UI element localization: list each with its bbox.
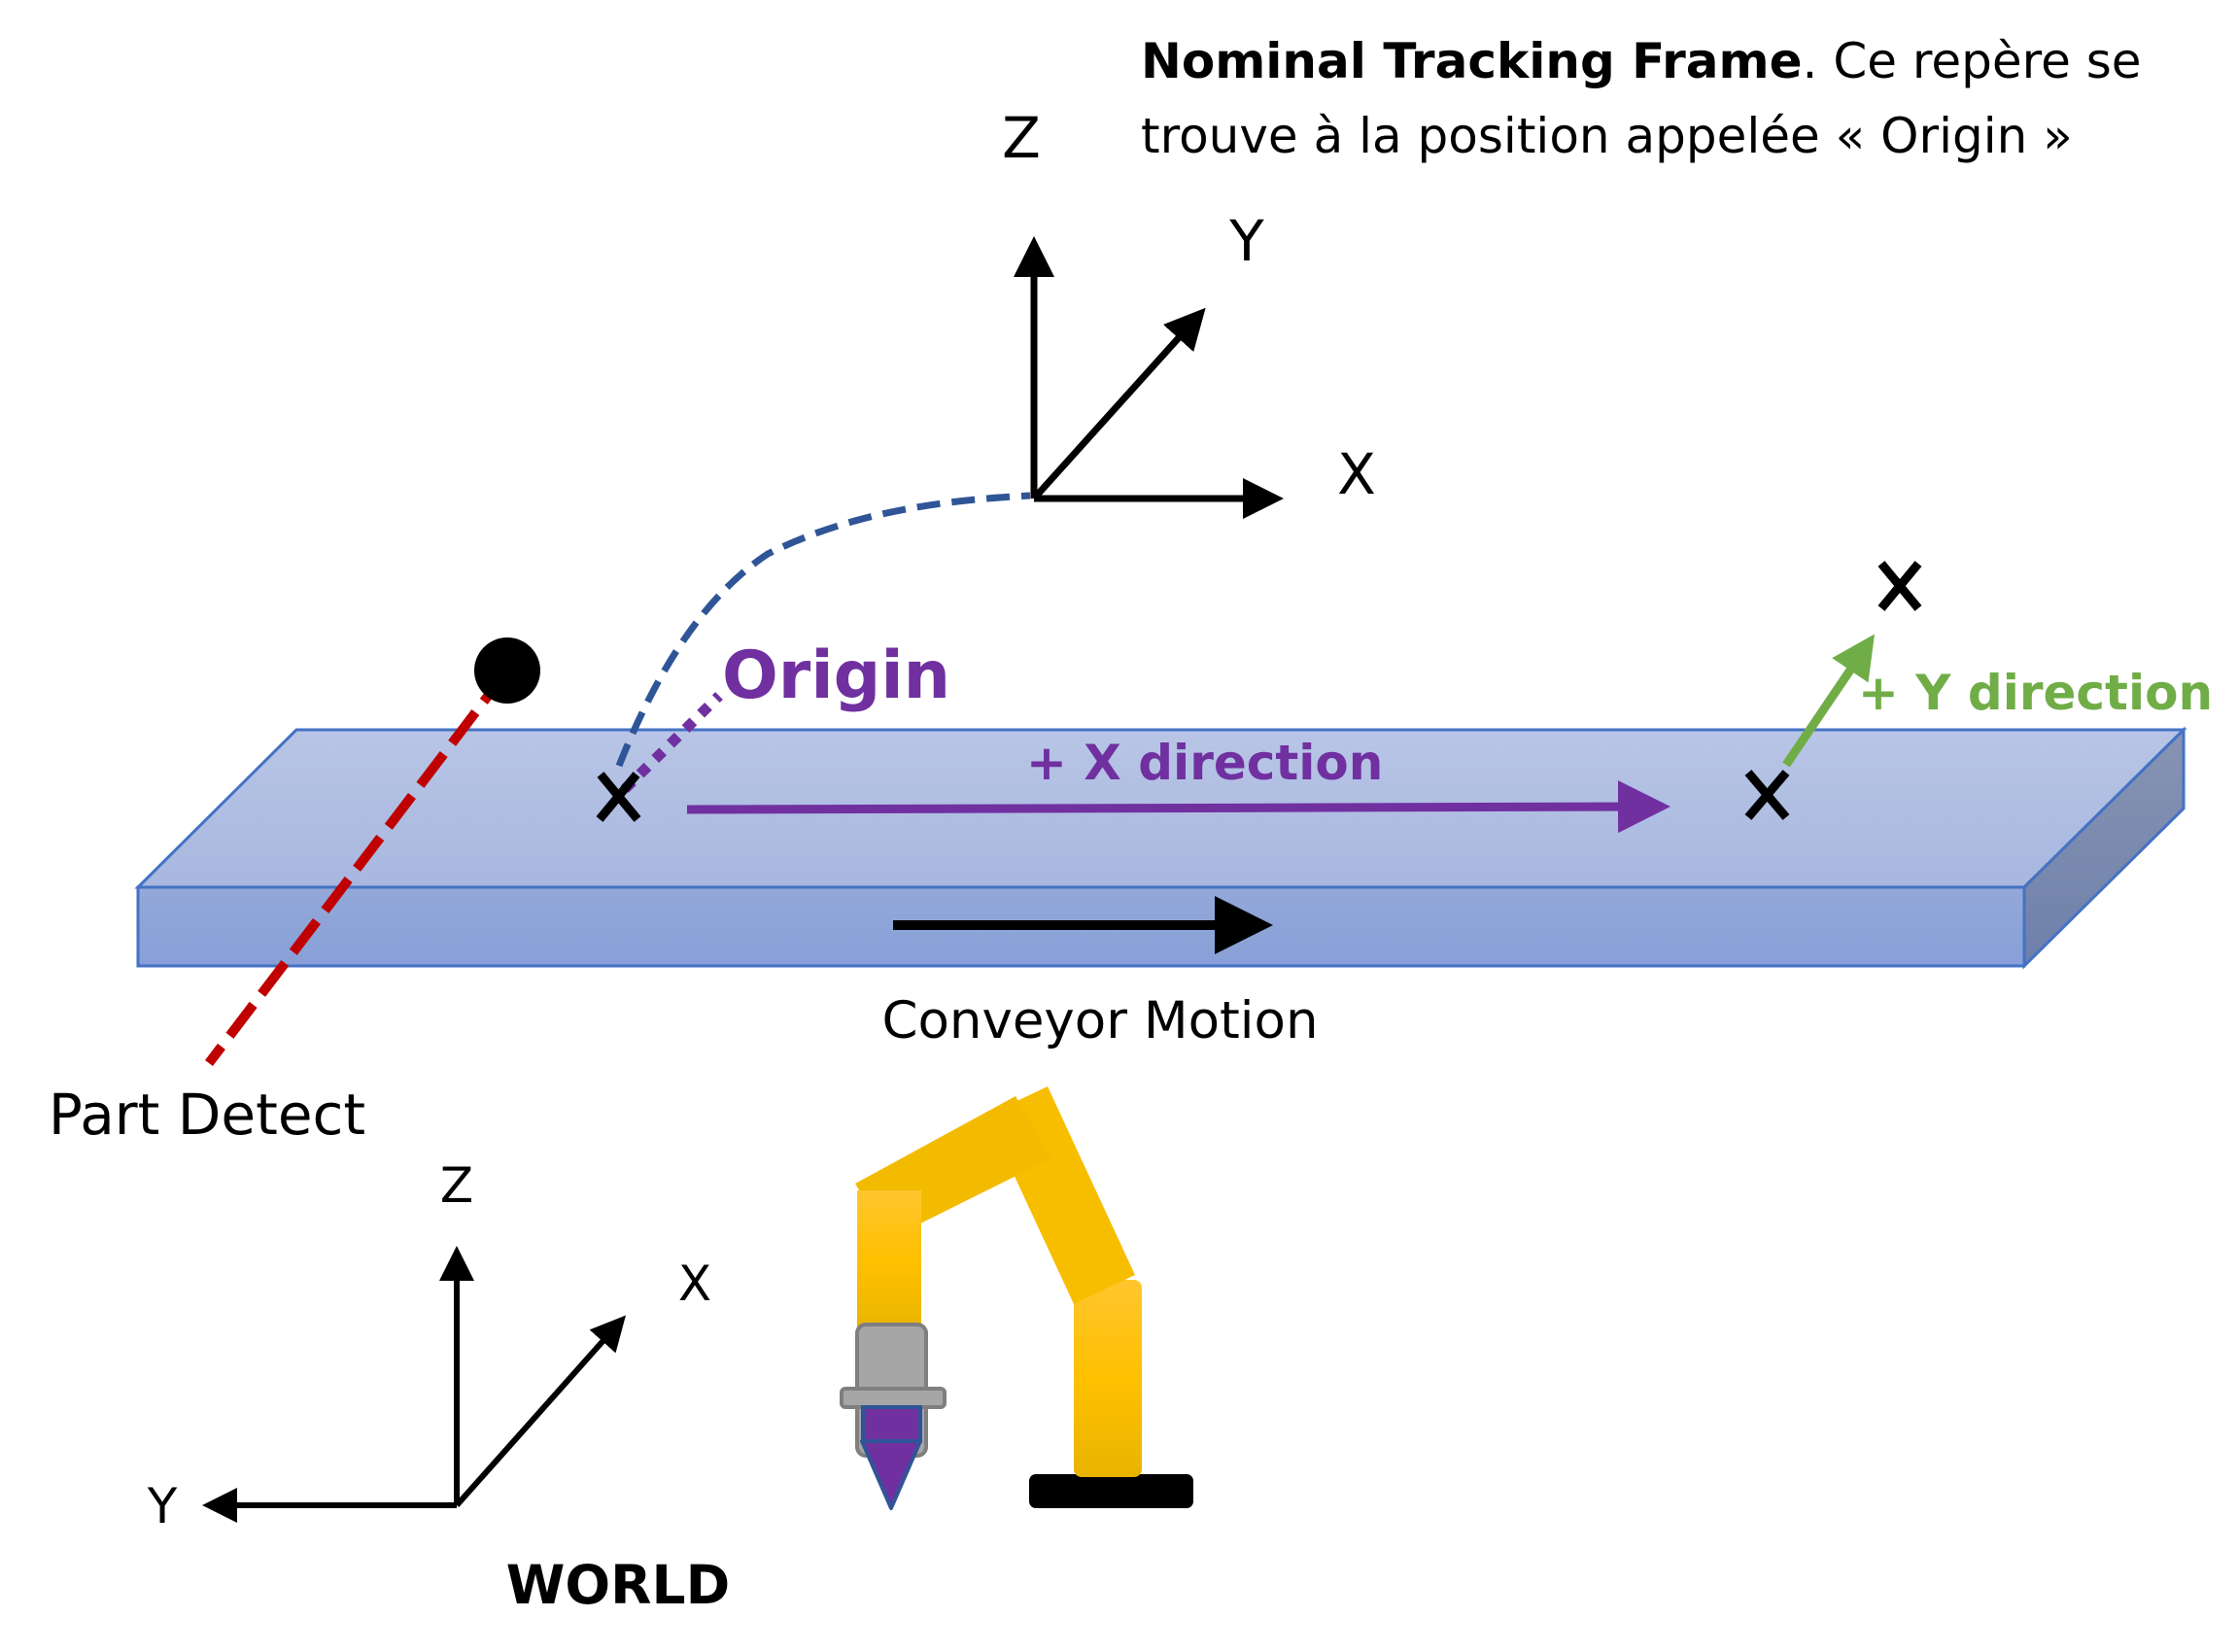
gripper-flange [840, 1387, 947, 1409]
robot-base [1029, 1474, 1193, 1508]
frame-title-bold: Nominal Tracking Frame [1141, 33, 1803, 89]
conveyor-side-face [2022, 726, 2186, 970]
x-direction-arrow [686, 780, 1670, 834]
gripper-tool [861, 1405, 922, 1443]
frame-description-line1: . Ce repère se [1803, 33, 2142, 89]
world-frame-axes [202, 1246, 626, 1523]
tracking-frame-axes [1014, 236, 1284, 519]
tracking-y-axis [1031, 307, 1206, 501]
robot-wrist-link [857, 1190, 921, 1331]
origin-pointer-dotted [621, 692, 723, 793]
tracking-z-label: Z [1002, 105, 1041, 171]
world-x-label: X [678, 1256, 711, 1312]
tracking-x-label: X [1337, 441, 1376, 507]
y-direction-arrow [1782, 634, 1876, 768]
robot-arm-icon [840, 1086, 1193, 1510]
y-direction-x-mark-icon [1877, 561, 1922, 611]
part-detect-label: Part Detect [49, 1082, 365, 1148]
origin-label: Origin [722, 637, 950, 714]
y-direction-label: + Y direction [1858, 665, 2213, 721]
world-label: WORLD [506, 1554, 730, 1616]
x-direction-x-mark-icon [1744, 770, 1790, 820]
tracking-y-label: Y [1228, 208, 1264, 274]
world-x-axis [454, 1315, 626, 1507]
conveyor-motion-label: Conveyor Motion [881, 991, 1318, 1050]
gripper-tip [860, 1439, 922, 1510]
robot-lower-link [1074, 1280, 1142, 1477]
part-detect-sensor-dot [474, 637, 540, 704]
x-direction-label: + X direction [1026, 735, 1383, 791]
frame-description-line2: trouve à la position appelée « Origin » [1141, 108, 2073, 164]
origin-x-mark-icon [596, 772, 641, 822]
world-y-label: Y [147, 1478, 178, 1534]
part-detect-line [205, 667, 511, 1067]
tracking-frame-link-curve [615, 492, 1031, 768]
frame-description: Nominal Tracking Frame. Ce repère se [1141, 33, 2142, 89]
world-z-label: Z [440, 1157, 473, 1214]
